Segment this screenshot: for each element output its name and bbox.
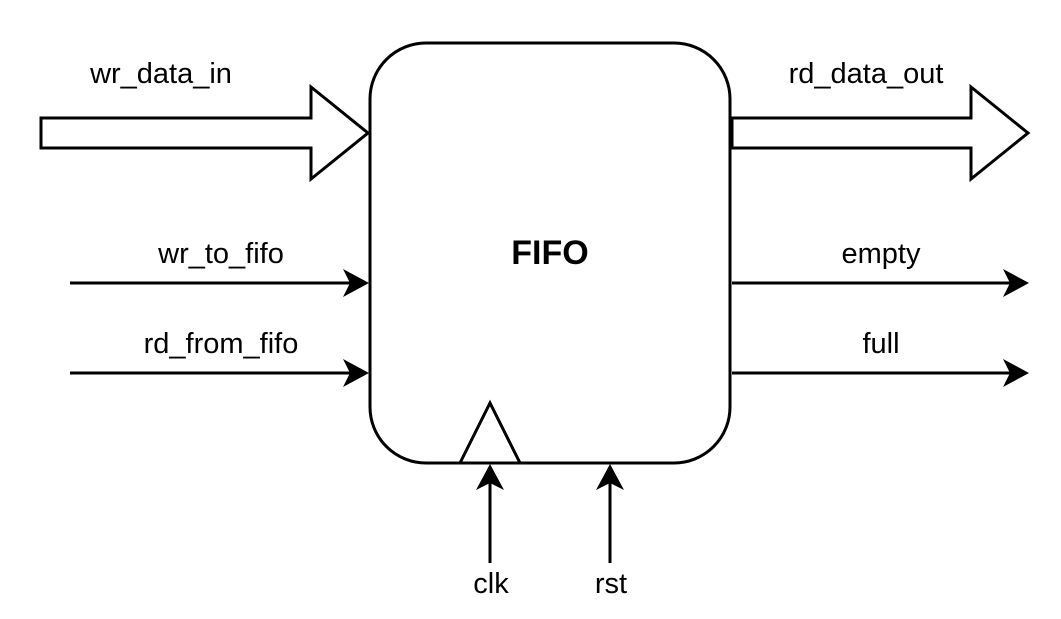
wr-data-in-label: wr_data_in — [89, 58, 232, 90]
rd-from-fifo-label: rd_from_fifo — [144, 328, 299, 360]
fifo-block — [368, 41, 732, 465]
clk-arrowhead — [476, 464, 504, 490]
wr-to-fifo-arrowhead — [343, 269, 369, 297]
full-label: full — [862, 328, 899, 360]
empty-arrowhead — [1003, 269, 1029, 297]
rst-arrowhead — [596, 464, 624, 490]
rd-data-out-label: rd_data_out — [789, 58, 944, 90]
wr-to-fifo-label: wr_to_fifo — [157, 238, 284, 270]
rd-from-fifo-arrowhead — [343, 359, 369, 387]
wr-data-in-bus-arrow — [39, 83, 371, 183]
full-arrowhead — [1003, 359, 1029, 387]
rst-label: rst — [595, 568, 627, 600]
clock-edge-symbol — [457, 399, 523, 465]
fifo-title: FIFO — [511, 234, 588, 272]
rd-data-out-bus-arrow — [730, 83, 1031, 183]
empty-label: empty — [842, 238, 921, 270]
clk-label: clk — [473, 568, 509, 600]
